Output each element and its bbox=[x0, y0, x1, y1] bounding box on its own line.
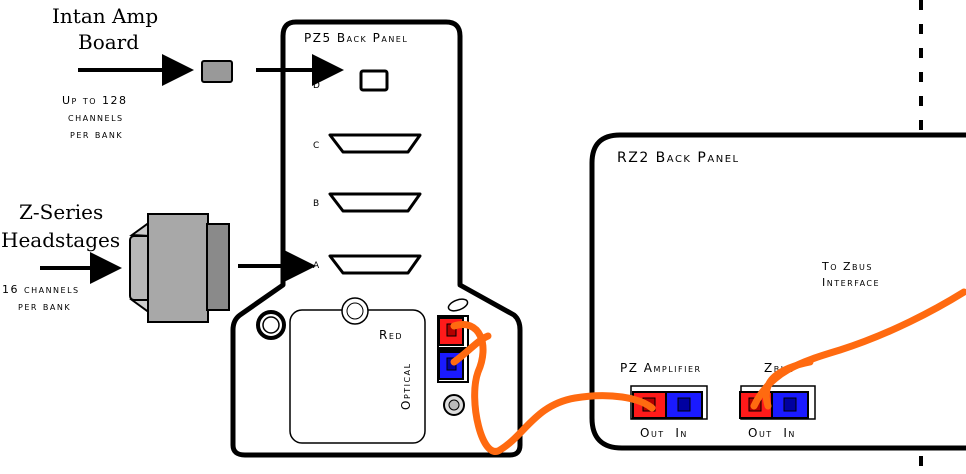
zbus-interface-line1: To Zbus bbox=[821, 260, 873, 273]
bank-d-label: D bbox=[313, 81, 321, 91]
intan-sub-line1: Up to 128 bbox=[62, 94, 128, 107]
optical-label: Optical bbox=[399, 362, 413, 410]
red-label: Red bbox=[379, 328, 403, 342]
rz2-title: RZ2 Back Panel bbox=[617, 150, 740, 166]
bank-c-label: C bbox=[313, 141, 321, 151]
rz2-back-panel: RZ2 Back Panel To Zbus Interface PZ Ampl… bbox=[589, 132, 966, 451]
cover-plate-knob-inner bbox=[346, 302, 364, 320]
pz5-title: PZ5 Back Panel bbox=[304, 31, 408, 45]
zbus-out-in-label: Out In bbox=[748, 426, 796, 440]
zseries-title-line2: Headstages bbox=[1, 228, 120, 252]
fiber-optic-cable-zbus-loop bbox=[762, 358, 814, 410]
fiber-optic-cable-pz5-blue bbox=[450, 332, 492, 366]
z-series-headstages-source: Z-Series Headstages 16 channels per bank bbox=[1, 200, 316, 323]
pz5-back-panel: PZ5 Back Panel D C B A Red Optical bbox=[230, 19, 523, 458]
bank-c-connector bbox=[328, 133, 422, 154]
bank-b-connector bbox=[328, 192, 422, 213]
panel-round-port-inner bbox=[262, 316, 280, 334]
headstage-connector-icon bbox=[129, 213, 230, 323]
zseries-sub-line1: 16 channels bbox=[2, 283, 80, 296]
bank-b-label: B bbox=[313, 199, 321, 209]
pz-amplifier-label: PZ Amplifier bbox=[620, 361, 702, 375]
fiber-optic-cables bbox=[450, 288, 966, 456]
rz2-panel-outline bbox=[589, 132, 966, 451]
pz-amp-out-in-label: Out In bbox=[640, 426, 688, 440]
intan-title-line1: Intan Amp bbox=[52, 4, 158, 28]
intan-sub-line2: channels bbox=[68, 111, 124, 124]
bank-d-connector bbox=[359, 69, 389, 92]
zseries-sub-line2: per bank bbox=[18, 300, 71, 313]
optical-top-indicator bbox=[447, 298, 469, 312]
intan-title-line2: Board bbox=[78, 30, 139, 54]
intan-connector-icon bbox=[201, 60, 233, 83]
pz-amp-in-socket bbox=[677, 397, 691, 412]
zbus-in-socket bbox=[783, 397, 797, 412]
fiber-optic-cable-pz5-to-rz2 bbox=[450, 321, 656, 456]
optical-bottom-led-inner bbox=[448, 399, 460, 411]
intan-amp-board-source: Intan Amp Board Up to 128 channels per b… bbox=[52, 4, 344, 141]
zseries-title-line1: Z-Series bbox=[19, 200, 103, 224]
zbus-interface-line2: Interface bbox=[822, 276, 880, 289]
bank-a-connector bbox=[328, 254, 422, 275]
bank-a-label: A bbox=[313, 261, 321, 271]
intan-sub-line3: per bank bbox=[70, 128, 123, 141]
